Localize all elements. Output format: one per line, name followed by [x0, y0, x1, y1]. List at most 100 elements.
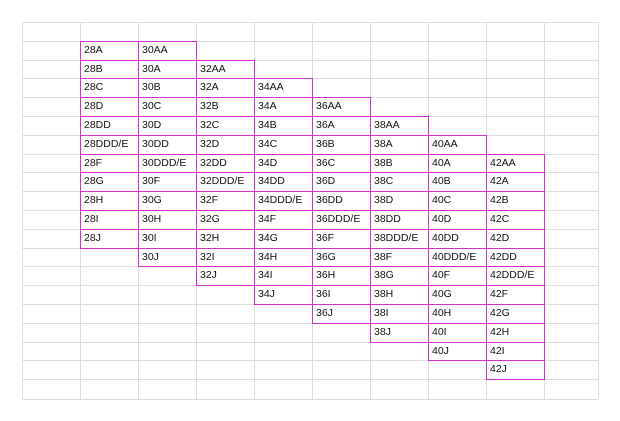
size-cell[interactable]: 42F: [486, 285, 545, 305]
size-cell[interactable]: 42AA: [486, 153, 545, 174]
size-cell[interactable]: 28D: [80, 97, 139, 117]
size-cell[interactable]: 36G: [312, 247, 371, 268]
size-cell[interactable]: 34H: [254, 247, 313, 268]
size-cell[interactable]: 32I: [196, 247, 255, 268]
size-cell[interactable]: 32AA: [196, 59, 255, 80]
size-cell[interactable]: 28G: [80, 172, 139, 193]
size-cell[interactable]: 40D: [428, 210, 487, 230]
size-cell[interactable]: 36D: [312, 172, 371, 193]
size-cell[interactable]: 28B: [80, 59, 139, 80]
gridline-horizontal: [22, 22, 598, 23]
size-cell[interactable]: 30B: [138, 78, 197, 99]
size-cell[interactable]: 40F: [428, 266, 487, 287]
size-cell[interactable]: 38C: [370, 172, 429, 193]
size-cell[interactable]: 40C: [428, 191, 487, 211]
size-cell[interactable]: 34J: [254, 285, 313, 305]
size-cell[interactable]: 28I: [80, 210, 139, 230]
size-cell[interactable]: 40AA: [428, 134, 487, 155]
size-cell[interactable]: 36I: [312, 285, 371, 305]
size-cell[interactable]: 42J: [486, 360, 545, 381]
size-cell[interactable]: 38H: [370, 285, 429, 305]
size-cell[interactable]: 30G: [138, 191, 197, 211]
size-cell[interactable]: 34F: [254, 210, 313, 230]
size-cell[interactable]: 30A: [138, 59, 197, 80]
size-cell[interactable]: 30H: [138, 210, 197, 230]
size-cell[interactable]: 42G: [486, 304, 545, 324]
size-cell[interactable]: 36H: [312, 266, 371, 287]
size-cell[interactable]: 32DD: [196, 153, 255, 174]
size-cell[interactable]: 38AA: [370, 116, 429, 136]
size-cell[interactable]: 36DDD/E: [312, 210, 371, 230]
size-cell[interactable]: 30F: [138, 172, 197, 193]
size-cell[interactable]: 34D: [254, 153, 313, 174]
size-cell[interactable]: 40B: [428, 172, 487, 193]
size-cell[interactable]: 30D: [138, 116, 197, 136]
size-cell[interactable]: 40H: [428, 304, 487, 324]
gridline-horizontal: [22, 379, 598, 381]
size-cell[interactable]: 38I: [370, 304, 429, 324]
size-cell[interactable]: 30C: [138, 97, 197, 117]
size-cell[interactable]: 34G: [254, 228, 313, 249]
size-cell[interactable]: 28DDD/E: [80, 134, 139, 155]
size-cell[interactable]: 36A: [312, 116, 371, 136]
size-cell[interactable]: 28C: [80, 78, 139, 99]
size-cell[interactable]: 42B: [486, 191, 545, 211]
size-cell[interactable]: 36DD: [312, 191, 371, 211]
size-cell[interactable]: 34I: [254, 266, 313, 287]
size-cell[interactable]: 32H: [196, 228, 255, 249]
size-cell[interactable]: 32B: [196, 97, 255, 117]
size-cell[interactable]: 40DDD/E: [428, 247, 487, 268]
gridline-horizontal: [22, 399, 598, 400]
size-cell[interactable]: 42I: [486, 341, 545, 362]
size-cell[interactable]: 36C: [312, 153, 371, 174]
size-cell[interactable]: 42C: [486, 210, 545, 230]
size-cell[interactable]: 28J: [80, 228, 139, 249]
size-cell[interactable]: 38D: [370, 191, 429, 211]
size-cell[interactable]: 38F: [370, 247, 429, 268]
size-cell[interactable]: 42H: [486, 322, 545, 343]
size-cell[interactable]: 40A: [428, 153, 487, 174]
size-cell[interactable]: 34AA: [254, 78, 313, 99]
size-cell[interactable]: 36AA: [312, 97, 371, 117]
size-cell[interactable]: 38J: [370, 322, 429, 343]
size-cell[interactable]: 32D: [196, 134, 255, 155]
size-cell[interactable]: 32C: [196, 116, 255, 136]
size-cell[interactable]: 40I: [428, 322, 487, 343]
size-cell[interactable]: 28A: [80, 40, 139, 61]
size-cell[interactable]: 32DDD/E: [196, 172, 255, 193]
size-cell[interactable]: 32F: [196, 191, 255, 211]
size-cell[interactable]: 28H: [80, 191, 139, 211]
size-cell[interactable]: 34DD: [254, 172, 313, 193]
size-cell[interactable]: 36B: [312, 134, 371, 155]
size-cell[interactable]: 38DDD/E: [370, 228, 429, 249]
size-cell[interactable]: 40J: [428, 341, 487, 362]
size-cell[interactable]: 32G: [196, 210, 255, 230]
size-cell[interactable]: 30I: [138, 228, 197, 249]
size-cell[interactable]: 38DD: [370, 210, 429, 230]
size-cell[interactable]: 30DD: [138, 134, 197, 155]
size-cell[interactable]: 34B: [254, 116, 313, 136]
size-cell[interactable]: 40G: [428, 285, 487, 305]
gridline-horizontal: [22, 40, 598, 42]
size-cell[interactable]: 34A: [254, 97, 313, 117]
size-cell[interactable]: 38B: [370, 153, 429, 174]
size-cell[interactable]: 42D: [486, 228, 545, 249]
size-cell[interactable]: 28DD: [80, 116, 139, 136]
size-cell[interactable]: 34DDD/E: [254, 191, 313, 211]
size-cell[interactable]: 42DDD/E: [486, 266, 545, 287]
size-cell[interactable]: 30DDD/E: [138, 153, 197, 174]
size-cell[interactable]: 30J: [138, 247, 197, 268]
size-cell[interactable]: 40DD: [428, 228, 487, 249]
size-cell[interactable]: 36J: [312, 304, 371, 324]
size-cell[interactable]: 36F: [312, 228, 371, 249]
size-cell[interactable]: 38A: [370, 134, 429, 155]
size-cell[interactable]: 30AA: [138, 40, 197, 61]
size-cell[interactable]: 28F: [80, 153, 139, 174]
size-cell[interactable]: 42A: [486, 172, 545, 193]
size-cell[interactable]: 42DD: [486, 247, 545, 268]
size-cell[interactable]: 32A: [196, 78, 255, 99]
size-cell[interactable]: 34C: [254, 134, 313, 155]
size-cell[interactable]: 32J: [196, 266, 255, 287]
size-cell[interactable]: 38G: [370, 266, 429, 287]
